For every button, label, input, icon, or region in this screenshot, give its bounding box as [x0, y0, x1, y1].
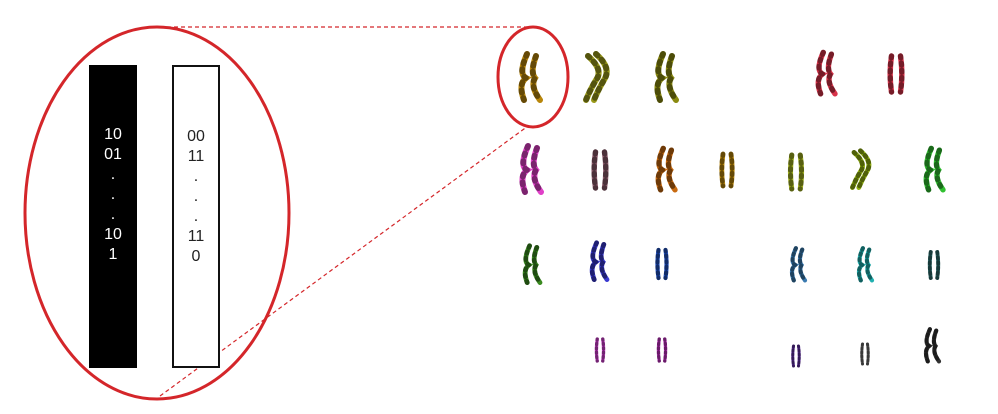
bit-line: 01 [104, 146, 122, 163]
dna-strand-dark: 10 01 . . . 10 1 [89, 65, 137, 368]
zoom-connector-bottom [159, 125, 529, 397]
chromosome [656, 337, 668, 363]
bit-line: . [193, 208, 199, 225]
chromosome [815, 49, 838, 97]
chromosome [923, 145, 946, 193]
chromosome [655, 247, 669, 281]
chromosome [583, 51, 610, 103]
bit-line: 00 [187, 128, 205, 145]
highlight-ellipse [496, 25, 570, 129]
chromosome [589, 240, 610, 283]
bit-line: . [110, 206, 116, 223]
chromosome [856, 246, 875, 283]
chromosome [923, 327, 942, 364]
chromosome [849, 148, 872, 191]
chromosome [787, 152, 805, 192]
chromosome [518, 51, 543, 103]
bit-line: . [193, 188, 199, 205]
bit-line: 10 [104, 126, 122, 143]
bit-line: . [110, 186, 116, 203]
chromosome [789, 246, 808, 283]
bit-line: 0 [191, 248, 201, 265]
chromosome [522, 243, 543, 286]
chromosome [519, 143, 544, 195]
chromosome-set [518, 49, 946, 368]
bit-line: 11 [187, 228, 205, 245]
chromosome [887, 53, 905, 95]
chromosome [719, 151, 735, 189]
chromosome [655, 145, 678, 193]
bit-line: . [110, 166, 116, 183]
chromosome [860, 342, 870, 366]
bit-line: . [193, 168, 199, 185]
zoom-ellipse [23, 25, 291, 401]
chromosome [594, 337, 606, 363]
chromosome [591, 149, 609, 191]
dna-strand-light: 00 11 . . . 11 0 [172, 65, 220, 368]
bit-line: 10 [104, 226, 122, 243]
chromosome [654, 51, 679, 103]
bit-line: 11 [187, 148, 205, 165]
chromosome [791, 344, 801, 368]
chromosome [927, 250, 941, 280]
bit-line: 1 [108, 246, 118, 263]
